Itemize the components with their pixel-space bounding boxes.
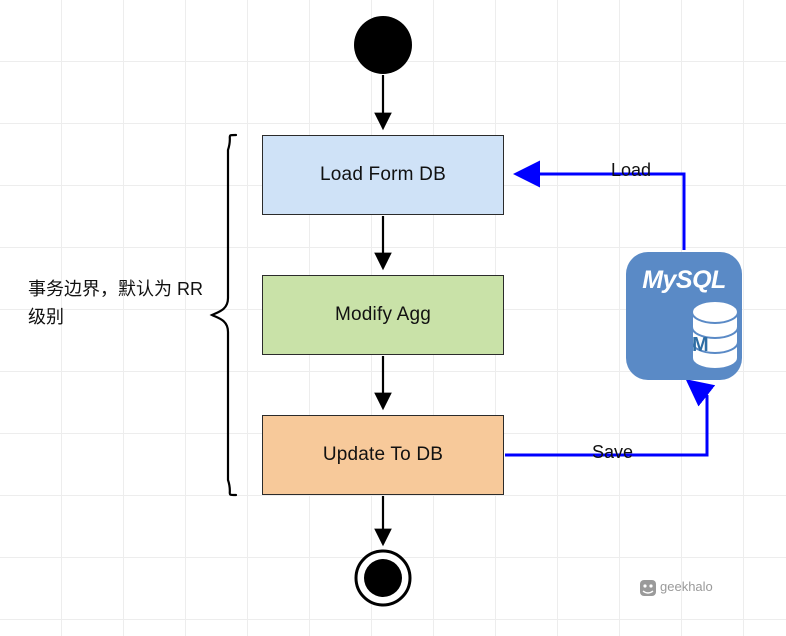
wechat-icon xyxy=(640,580,656,596)
mysql-logo-label: MySQL xyxy=(642,266,726,294)
edge-mysql-load xyxy=(513,160,686,250)
end-node xyxy=(364,559,402,597)
node-load-form-db[interactable]: Load Form DB xyxy=(262,135,504,215)
watermark-label: geekhalo xyxy=(660,578,713,594)
node-update-to-db[interactable]: Update To DB xyxy=(262,415,504,495)
node-modify-agg-label: Modify Agg xyxy=(335,304,431,325)
database-cylinder-icon xyxy=(691,300,739,370)
mysql-dolphin-letter: M xyxy=(692,334,709,356)
mysql-logo: MySQL M xyxy=(626,252,742,380)
watermark: geekhalo xyxy=(638,578,713,594)
start-node xyxy=(354,16,412,74)
edge-label-save: Save xyxy=(592,442,634,462)
node-load-form-db-label: Load Form DB xyxy=(320,164,446,185)
node-modify-agg[interactable]: Modify Agg xyxy=(262,275,504,355)
node-update-to-db-label: Update To DB xyxy=(322,444,444,465)
transaction-boundary-brace xyxy=(209,133,238,497)
edge-update-save xyxy=(505,379,716,457)
transaction-boundary-note: 事务边界，默认为 RR 级别 xyxy=(28,279,203,327)
edge-label-load: Load xyxy=(611,160,652,180)
